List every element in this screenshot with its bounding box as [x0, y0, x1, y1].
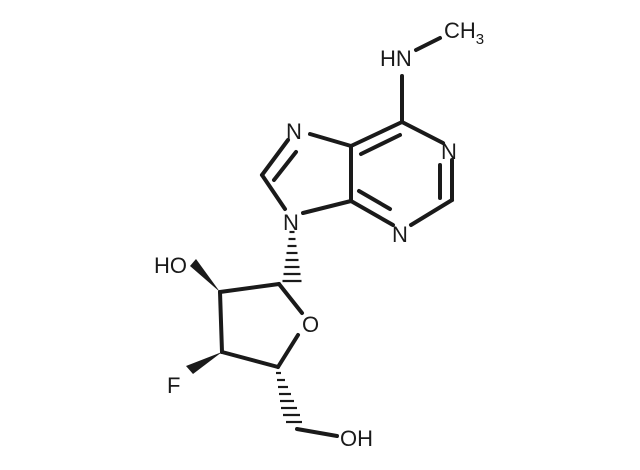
hashed-bond-c4-c5 [276, 371, 302, 424]
atom-n3: N [392, 222, 408, 247]
wedge-bond-c3-f [186, 352, 222, 374]
bond-c2-c1 [218, 282, 281, 294]
hashed-bond-n9-c1 [282, 230, 302, 283]
atom-hydroxyl-5: OH [340, 426, 373, 451]
bonds [218, 36, 454, 438]
bond-o4-c4 [276, 333, 300, 369]
atom-n1: N [441, 139, 457, 164]
atom-labels: HN CH3 N N N N O HO F OH [154, 18, 484, 451]
bond-n7-c8-double [272, 150, 298, 182]
bond-c8-n9 [260, 173, 287, 211]
bond-c5-c6 [349, 120, 404, 148]
wedge-bond-c2-oh [190, 259, 220, 292]
bond-c3-c2 [218, 290, 224, 354]
atom-ring-oxygen: O [302, 312, 319, 337]
bond-c4-c3 [220, 350, 280, 369]
atom-fluorine: F [167, 373, 180, 398]
bond-nh-ch3 [414, 36, 442, 52]
atom-n7: N [286, 119, 302, 144]
atom-n9: N [283, 210, 299, 235]
bond-c6-n1 [400, 120, 445, 145]
atom-methylamino-nh: HN [380, 46, 412, 71]
bond-c2-n3 [409, 198, 454, 227]
bond-c1-o4 [277, 282, 304, 315]
atom-methyl: CH3 [444, 18, 484, 48]
bond-n3-c4 [349, 199, 395, 227]
bond-n7-c8 [260, 138, 290, 177]
bond-n9-c4 [301, 199, 353, 215]
bond-c5-oh [295, 427, 339, 438]
bond-c5-c6-double [359, 133, 402, 156]
atom-hydroxyl-2: HO [154, 253, 187, 278]
bond-c5-n7 [308, 132, 353, 148]
bond-c4-n3-double [357, 189, 392, 211]
